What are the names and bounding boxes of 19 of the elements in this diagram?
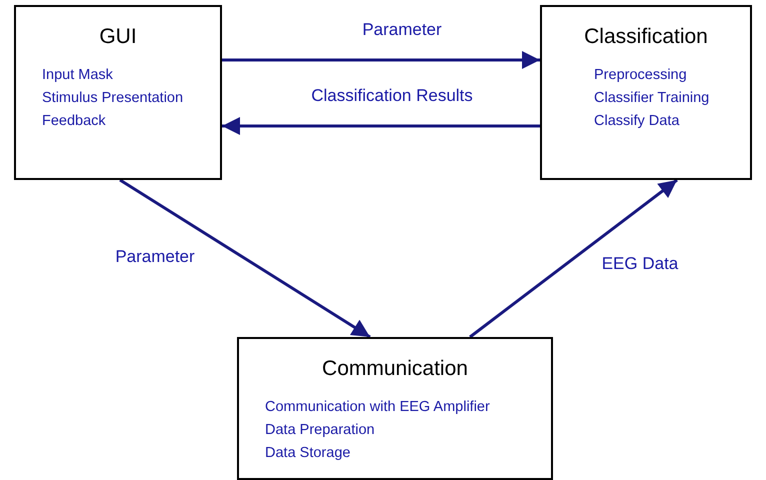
box-title: Classification xyxy=(583,25,709,49)
process-box xyxy=(237,337,553,480)
list-item: Data Storage xyxy=(265,445,350,461)
arrow xyxy=(222,51,540,69)
arrow xyxy=(469,178,678,338)
list-item: Classify Data xyxy=(594,113,680,129)
arrow xyxy=(119,178,371,338)
list-item: Communication with EEG Amplifier xyxy=(265,399,490,415)
list-item: Stimulus Presentation xyxy=(42,90,184,106)
process-box xyxy=(14,5,222,180)
process-box xyxy=(540,5,752,180)
box-title: GUI xyxy=(98,25,138,49)
list-item: Preprocessing xyxy=(594,67,687,83)
list-item: Classifier Training xyxy=(594,90,710,106)
list-item: Data Preparation xyxy=(265,422,375,438)
list-item: Input Mask xyxy=(42,67,113,83)
arrow xyxy=(222,117,540,135)
box-title: Communication xyxy=(321,357,469,381)
list-item: Feedback xyxy=(42,113,106,129)
